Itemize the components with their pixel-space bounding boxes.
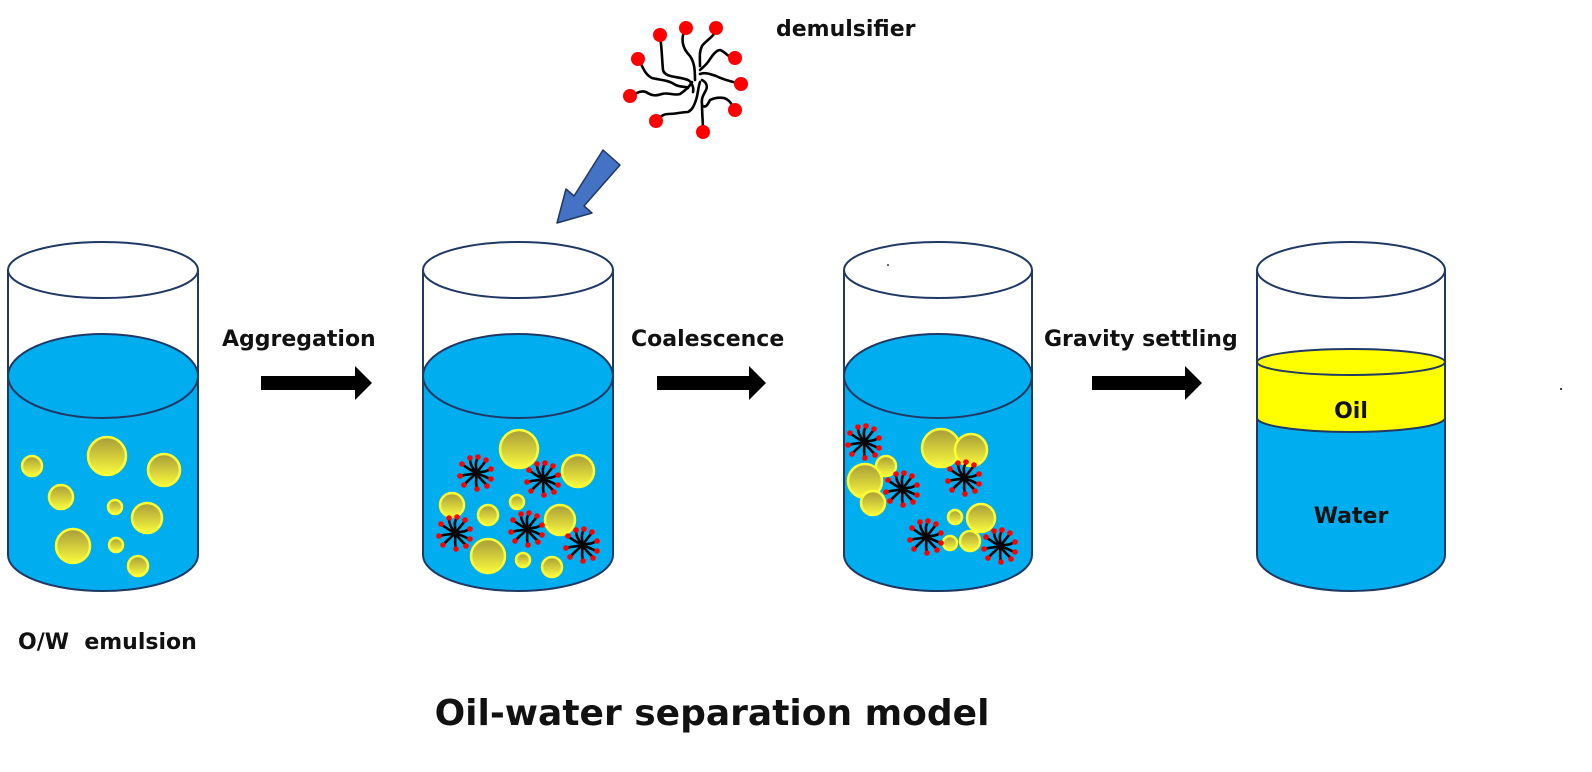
add-demulsifier-arrow-icon [556,149,621,224]
oil-droplets [20,435,182,578]
step-aggregation-label: Aggregation [222,327,376,352]
step-aggregation-arrow-icon [261,366,372,400]
demulsifier-label: demulsifier [776,17,916,42]
water-layer-label: Water [1314,504,1389,529]
coalescence-beaker [843,241,1033,592]
oil-layer-label: Oil [1334,399,1368,424]
oil-droplets [846,427,997,553]
oil-layer [1257,362,1445,432]
step-coalescence-arrow-icon [657,366,766,400]
oil-droplets [438,428,596,579]
separated-beaker [1256,241,1446,592]
step-gravity-settling-arrow-icon [1092,366,1202,400]
emulsion-caption: O/W emulsion [18,630,197,655]
step-gravity-settling-label: Gravity settling [1044,327,1238,352]
demulsifier-molecule-icon [623,21,748,139]
step-coalescence-label: Coalescence [631,327,784,352]
aggregation-beaker [422,241,614,592]
figure-title: Oil-water separation model [435,693,990,734]
emulsion-beaker [7,241,199,592]
